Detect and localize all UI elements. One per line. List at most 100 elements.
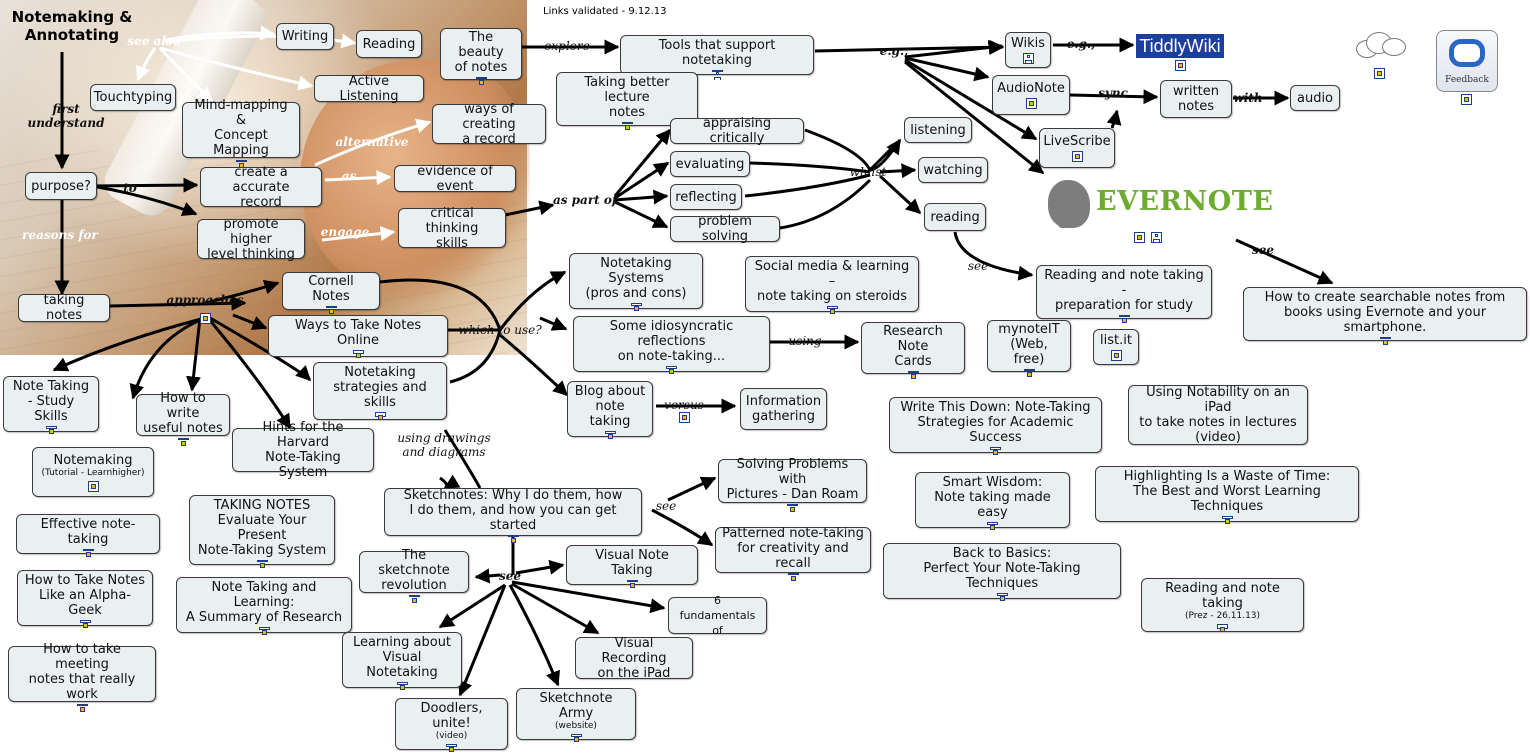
concept-map-icon[interactable] (1151, 232, 1162, 243)
node-patterned[interactable]: Patterned note-taking for creativity and… (715, 526, 871, 581)
concept-map-icon[interactable] (1022, 53, 1034, 64)
node-doodlers[interactable]: Doodlers, unite!(video) (395, 698, 508, 752)
document-icon[interactable] (1461, 94, 1472, 105)
node-visual-recording[interactable]: Visual Recording on the iPad (575, 636, 693, 681)
node-sketchnote-revolution[interactable]: The sketchnote revolution (359, 548, 469, 603)
node-summary-research[interactable]: Note Taking and Learning: A Summary of R… (176, 577, 352, 635)
node-sketchnotes-why[interactable]: Sketchnotes: Why I do them, how I do the… (384, 488, 642, 543)
document-icon[interactable] (826, 306, 838, 314)
node-higher-thinking[interactable]: promote higher level thinking (197, 217, 305, 262)
node-highlighting[interactable]: Highlighting Is a Waste of Time: The Bes… (1095, 466, 1359, 524)
node-useful-notes[interactable]: How to write useful notes (136, 391, 230, 446)
document-icon[interactable] (446, 744, 457, 752)
document-icon[interactable] (630, 303, 642, 311)
node-reflecting[interactable]: reflecting (670, 184, 742, 210)
document-icon[interactable] (76, 704, 88, 712)
node-visual-note-taking[interactable]: Visual Note Taking (566, 545, 698, 588)
node-sketchnote-army[interactable]: Sketchnote Army(website) (516, 688, 636, 742)
node-strategies[interactable]: Notetaking strategies and skills (313, 362, 447, 420)
node-write-this-down[interactable]: Write This Down: Note-Taking Strategies … (889, 397, 1102, 455)
node-beauty-of-notes[interactable]: The beauty of notes (440, 28, 522, 85)
document-icon[interactable] (1374, 68, 1385, 79)
document-icon[interactable] (570, 734, 582, 742)
document-icon[interactable] (1110, 350, 1122, 361)
document-icon[interactable] (396, 682, 408, 690)
document-icon[interactable] (1175, 60, 1186, 71)
node-appraising[interactable]: appraising critically (670, 116, 804, 146)
node-solving-pictures[interactable]: Solving Problems with Pictures - Dan Roa… (718, 457, 867, 512)
node-learning-visual[interactable]: Learning about Visual Notetaking (342, 632, 462, 690)
node-back-basics[interactable]: Back to Basics: Perfect Your Note-Taking… (883, 543, 1121, 601)
node-six-fundamentals[interactable]: 6 fundamentals of (668, 594, 767, 637)
node-written-notes[interactable]: written notes (1160, 80, 1232, 118)
node-mynoteit[interactable]: mynoteIT (Web, free) (987, 320, 1071, 377)
node-reading[interactable]: reading (924, 203, 986, 231)
node-evaluating[interactable]: evaluating (670, 151, 750, 177)
node-prep-study[interactable]: Reading and note taking - preparation fo… (1036, 265, 1212, 323)
node-blog[interactable]: Blog about note taking (567, 381, 653, 439)
document-icon[interactable] (1379, 336, 1391, 345)
document-icon[interactable] (626, 580, 638, 588)
document-icon[interactable] (87, 480, 99, 492)
cloud-icon[interactable] (1352, 30, 1408, 60)
document-icon[interactable] (1023, 368, 1035, 377)
node-accurate-record[interactable]: create a accurate record (200, 165, 322, 210)
node-smart-wisdom[interactable]: Smart Wisdom: Note taking made easy (915, 472, 1070, 530)
document-icon[interactable] (996, 593, 1008, 601)
node-mindmapping[interactable]: Mind-mapping & Concept Mapping (182, 98, 300, 168)
node-wikis[interactable]: Wikis (1005, 32, 1051, 68)
document-icon[interactable] (1134, 232, 1145, 243)
document-icon[interactable] (475, 76, 487, 85)
node-notability[interactable]: Using Notability on an iPad to take note… (1128, 385, 1308, 445)
node-taking-notes[interactable]: taking notes (18, 293, 110, 323)
node-tools[interactable]: Tools that support notetaking (620, 35, 814, 80)
node-searchable[interactable]: How to create searchable notes from book… (1243, 287, 1527, 345)
node-lecture[interactable]: Taking better lecture notes (556, 72, 698, 130)
document-icon[interactable] (507, 534, 519, 543)
evernote-logo[interactable]: EVERNOTE (1048, 178, 1273, 230)
node-online[interactable]: Ways to Take Notes Online (268, 315, 448, 358)
node-social-media[interactable]: Social media & learning – note taking on… (745, 256, 919, 314)
document-icon[interactable] (1221, 516, 1233, 524)
document-icon[interactable] (1118, 314, 1130, 323)
document-icon[interactable] (990, 447, 1001, 455)
node-touchtyping[interactable]: Touchtyping (90, 84, 176, 111)
document-icon[interactable] (45, 426, 57, 434)
document-icon[interactable] (787, 572, 799, 581)
document-icon[interactable] (258, 627, 270, 635)
document-icon[interactable] (987, 522, 998, 530)
node-cornell[interactable]: Cornell Notes (282, 272, 380, 314)
node-reading-prez[interactable]: Reading and note taking(Prez - 26.11.13) (1141, 578, 1304, 632)
document-icon[interactable] (408, 594, 420, 603)
node-evaluate[interactable]: TAKING NOTES Evaluate Your Present Note-… (189, 495, 335, 568)
node-listit[interactable]: list.it (1093, 329, 1139, 365)
document-icon[interactable] (621, 121, 633, 130)
node-info-gathering[interactable]: Information gathering (740, 388, 827, 430)
node-audio[interactable]: audio (1290, 85, 1340, 111)
node-notemaking-tutorial[interactable]: Notemaking(Tutorial - Learnhigher) (32, 447, 154, 497)
document-icon[interactable] (256, 560, 268, 568)
document-icon[interactable] (79, 620, 91, 628)
document-icon[interactable] (235, 160, 247, 168)
document-icon[interactable] (907, 370, 919, 379)
node-research-cards[interactable]: Research Note Cards (861, 322, 965, 379)
node-problem-solving[interactable]: problem solving (670, 214, 780, 244)
document-icon[interactable] (374, 412, 386, 420)
node-livescribe[interactable]: LiveScribe (1039, 128, 1115, 168)
node-critical-skills[interactable]: critical thinking skills (398, 206, 506, 251)
document-icon[interactable] (1025, 98, 1037, 109)
node-audionote[interactable]: AudioNote (992, 75, 1070, 115)
document-icon[interactable] (666, 366, 677, 374)
document-icon[interactable] (787, 503, 798, 512)
node-idiosyncratic[interactable]: Some idiosyncratic reflections on note-t… (573, 316, 770, 374)
node-systems[interactable]: Notetaking Systems (pros and cons) (569, 253, 703, 311)
feedback-button[interactable]: Feedback (1436, 30, 1498, 92)
node-ways-record[interactable]: ways of creating a record (432, 102, 546, 147)
node-effective[interactable]: Effective note-taking (16, 514, 160, 557)
document-icon[interactable] (325, 306, 337, 314)
concept-map-icon[interactable] (711, 70, 723, 80)
document-icon[interactable] (352, 350, 364, 358)
node-watching[interactable]: watching (918, 157, 988, 183)
document-icon[interactable] (82, 549, 94, 557)
node-study-skills[interactable]: Note Taking - Study Skills (3, 376, 99, 434)
